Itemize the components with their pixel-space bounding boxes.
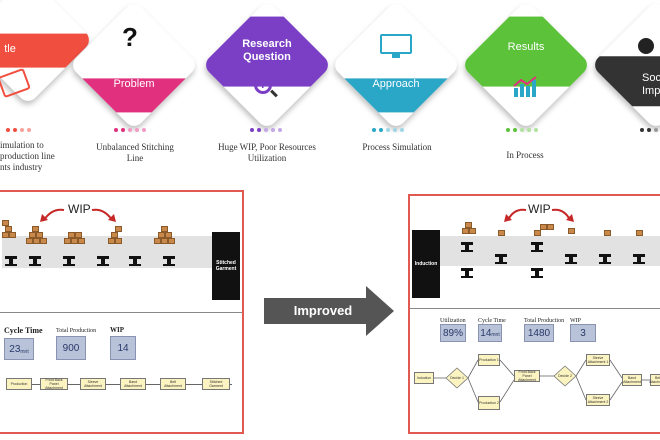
after-flow-node-belt: Belt Attachment [649,374,660,386]
after-flow-node-production-1: Production 1 [478,354,500,366]
step-diamond-problem [68,0,200,131]
after-utilization-value: 89% [440,324,466,342]
after-cycle-time-label: Cycle Time [478,318,506,324]
step-title-context: tle [4,43,16,55]
step-diamond-research-question [201,0,333,131]
step-dots-socio-impact [640,128,658,132]
before-flow-node-3: Sleeve Attachment [80,378,106,390]
before-wip-stat-value: 14 [110,336,136,360]
before-wip-arrows [40,208,116,222]
step-dots-research-question [250,128,282,132]
before-total-production-value: 900 [56,336,86,360]
after-flow-node-sleeve-2: Sleeve Attachment 2 [586,394,610,406]
before-wip-label: WIP [68,202,91,216]
step-diamond-results [460,0,592,131]
after-induction-block: Induction [412,230,440,298]
after-flow-connectors [434,359,650,403]
after-wip-stat-value: 3 [570,324,596,342]
after-total-production-value: 1480 [524,324,554,342]
after-flow-node-band: Band Attachment [622,374,642,386]
after-flow-node-induction: Induction [414,372,434,384]
step-dots-results [506,128,538,132]
step-diamond-approach [330,0,462,131]
after-wip-arrows [504,208,574,222]
question-mark-icon: ? [122,22,138,52]
after-total-production-label: Total Production [524,318,565,324]
monitor-icon [380,34,412,54]
after-divider [410,308,660,309]
before-flow-line [6,384,232,385]
before-flow-node-2: Front Back Panel Attachment [40,378,68,390]
after-flow-node-decide-1: Decide 1 [450,376,464,380]
step-caption-context: imulation to production line nts industr… [0,140,55,172]
improved-arrow-label: Improved [293,303,353,318]
chart-icon [512,76,538,98]
after-flow-node-decide-2: Decide 2 [558,374,572,378]
after-flow-node-production-2: Production 2 [478,396,500,410]
step-caption-results: In Process [506,150,544,160]
after-flow-node-sleeve-1: Sleeve Attachment 1 [586,354,610,366]
magnifier-icon: ? [254,76,272,94]
before-flow-node-5: Belt Attachment [160,378,186,390]
after-wip-stat-label: WIP [570,318,581,324]
step-dots-approach [372,128,404,132]
after-utilization-label: Utilization [440,318,466,324]
step-caption-approach: Process Simulation [362,142,432,152]
globe-people-icon [636,36,656,56]
before-cycle-time-label: Cycle Time [4,326,43,335]
before-stitched-garment-block: Stitched Garment [212,232,240,300]
before-divider [0,312,242,313]
step-dots-context [6,128,31,132]
step-diamond-socio-impact [590,0,660,131]
before-flow-node-1: Production [6,378,32,390]
before-total-production-label: Total Production [56,328,97,334]
step-title-research-question: Research Question [242,38,292,63]
step-title-socio-impact: Socio/ Impa [642,72,660,97]
step-title-approach: Approach [372,78,420,90]
after-panel: Induction WIP Utilization 89% Cycle Time… [408,194,660,434]
monitor-stand [392,54,400,58]
after-flow-node-front-back: Front Back Panel Attachment [514,370,540,382]
step-dots-problem [114,128,146,132]
after-conveyor-belt [440,236,660,266]
before-wip-stat-label: WIP [110,326,124,334]
before-flow-node-6: Stitched Garment [202,378,230,390]
after-wip-label: WIP [528,202,551,216]
step-caption-problem: Unbalanced Stitching Line [96,142,174,163]
step-caption-research-question: Huge WIP, Poor Resources Utilization [218,142,316,163]
before-flow-node-4: Band Attachment [120,378,146,390]
step-title-problem: Problem [113,78,155,90]
step-title-results: Results [507,41,545,53]
